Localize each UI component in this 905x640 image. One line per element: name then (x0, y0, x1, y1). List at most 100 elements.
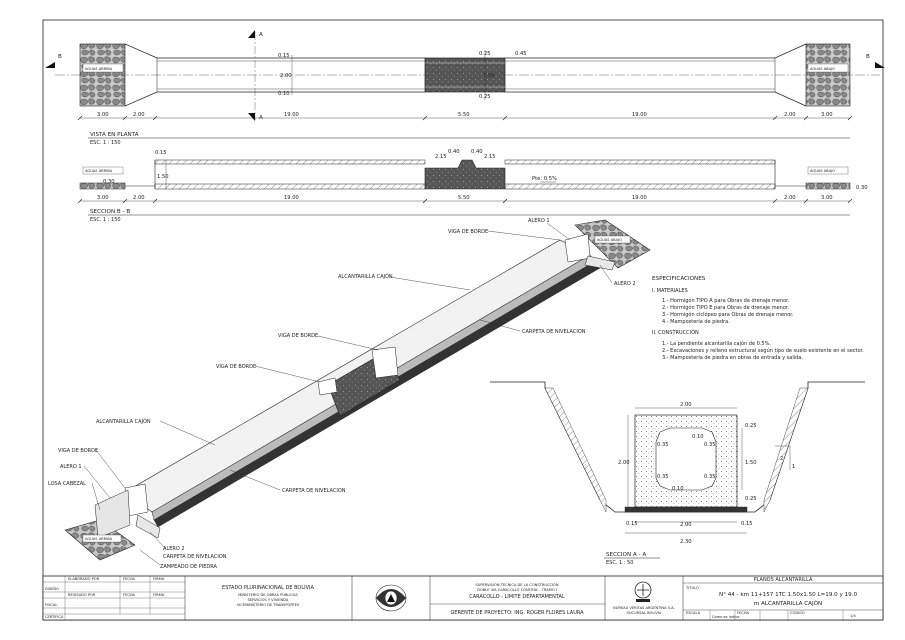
aa-dim-top: 2.00 (680, 402, 692, 408)
plan-dim-015: 0.15 (278, 53, 290, 59)
aa-slope-1: 1 (792, 464, 795, 470)
aa-dim-035b: 0.35 (704, 442, 716, 448)
plan-view: B B A A AGUAS ARRIBA AGUAS ABAJO 0.15 2.… (45, 30, 885, 146)
iso-callout-11: LOSA CABEZAL (48, 481, 86, 487)
iso-callout-16: ZAMPEADO DE PIEDRA (160, 564, 217, 570)
dimension-tick (772, 198, 778, 204)
tb-title-hdr: TITULO (685, 586, 699, 590)
plan-label-upstream: AGUAS ARRIBA (85, 67, 113, 71)
stone-apron-left (79, 43, 126, 107)
aa-slope-2: 2 (780, 456, 783, 462)
dimension-tick (122, 198, 128, 204)
section-mark-b-right: B (866, 54, 870, 60)
iso-callout-10: ALERO 1 (60, 464, 82, 470)
iso-callout-4: ALCANTARILLA CAJÓN (338, 273, 393, 280)
bb-label-downstream: AGUAS ABAJO (810, 169, 835, 173)
tb-row-2: CERTIFICA (45, 615, 64, 619)
plan-label-downstream: AGUAS ABAJO (810, 67, 835, 71)
tb-title-0: N° 44 - km 11+157 1TC 1.50x1.50 L=19.0 y… (719, 592, 858, 598)
plan-dim-025: 0.25 (479, 51, 491, 57)
tb-hdr-1: FECHA (123, 577, 136, 581)
plan-dim-150: 1.50 (483, 73, 495, 79)
iso-callout-13: AGUAS ARRIBA (85, 537, 113, 541)
iso-callout-8: ALCANTARILLA CAJÓN (96, 418, 151, 425)
plan-dim-bottom-0: 3.00 (97, 112, 109, 118)
iso-callout-7: VIGA DE BORDE (216, 364, 256, 370)
tb-sheet-label: PLANOS ALCANTARILLA (754, 577, 813, 583)
section-bb-scale: ESC. 1 : 150 (90, 217, 121, 223)
bb-dim-215a: 2.15 (435, 154, 447, 160)
iso-callout-3: ALERO 2 (614, 281, 636, 287)
dimension-tick (847, 115, 853, 121)
tb-project-2: CARACOLLO - LIMITE DEPARTAMENTAL (469, 594, 565, 600)
tb-entity-1: MINISTERIO DE OBRAS PUBLICAS (238, 593, 298, 597)
plan-title: VISTA EN PLANTA (90, 132, 139, 138)
iso-callout-14: ALERO 2 (163, 546, 185, 552)
iso-callout-2: AGUAS ABAJO (597, 238, 622, 242)
dimension-tick (152, 115, 158, 121)
plan-dim-bottom-6: 3.00 (821, 112, 833, 118)
dimension-tick (77, 198, 83, 204)
specs-material-2: 3.- Hormigón ciclópeo para Obras de dren… (662, 311, 794, 318)
section-mark-b-left: B (58, 54, 62, 60)
specs-materials-title: I. MATERIALES (652, 288, 688, 294)
dimension-tick (502, 115, 508, 121)
tb-row-1: FISCAL (45, 603, 57, 607)
tb-bottom-2: FECHA (737, 611, 750, 615)
tb-hdr-4: FECHA (123, 593, 136, 597)
specs-construction-2: 3.- Mampostería de piedra en obras de en… (662, 354, 803, 361)
aa-dim-035a: 0.35 (657, 442, 669, 448)
tb-manager: GERENTE DE PROYECTO: ING. ROGER FLORES L… (450, 610, 584, 616)
iso-stone-downstream (574, 219, 651, 269)
aa-dim-015a: 0.15 (626, 521, 638, 527)
plan-dim-045: 0.45 (515, 51, 527, 57)
tb-hdr-2: FIRMA (153, 577, 165, 581)
aa-dim-right: 1.50 (745, 460, 757, 466)
bb-dim-bottom-4: 19.00 (632, 195, 647, 201)
tb-row-0: DISEÑO (45, 586, 59, 591)
tb-bottom-1: Como se indica (712, 615, 740, 619)
tb-project-1: DOBLE VIA CARACOLLO CONFITAL - TRAMO I (477, 588, 557, 592)
bb-dim-215b: 2.15 (484, 154, 496, 160)
bb-dim-150: 1.50 (157, 174, 169, 180)
section-mark-a-top: A (259, 32, 263, 38)
tb-title-1: m ALCANTARILLA CAJÓN (754, 600, 822, 607)
aa-dim-inner: 2.00 (680, 522, 692, 528)
bb-dim-bottom-3: 5.50 (458, 195, 470, 201)
bb-dim-040b: 0.40 (471, 149, 483, 155)
specifications: ESPECIFICACIONES I. MATERIALES 1.- Hormi… (652, 276, 864, 361)
tb-hdr-0: ELABORADO POR (68, 577, 100, 581)
specs-construction-0: 1.- La pendiente alcantarilla cajón de 0… (662, 340, 771, 347)
tb-bottom-3: CODIGO (790, 611, 805, 615)
bb-dim-bottom-1: 2.00 (133, 195, 145, 201)
specs-construction-1: 2.- Excavaciones y relleno estructural s… (662, 347, 864, 354)
specs-title: ESPECIFICACIONES (652, 276, 706, 282)
iso-callout-1: VIGA DE BORDE (448, 229, 488, 235)
aa-dim-010a: 0.10 (692, 434, 704, 440)
tb-bottom-0: ESCALA (686, 611, 701, 615)
dimension-tick (122, 115, 128, 121)
plan-dim-bottom-5: 2.00 (784, 112, 796, 118)
tb-company-1: SUCURSAL BOLIVIA (627, 611, 662, 615)
bureau-veritas-logo (634, 581, 652, 602)
aa-dim-015b: 0.15 (741, 521, 753, 527)
dimension-tick (422, 198, 428, 204)
isometric-view: ALERO 1 VIGA DE BORDE AGUAS ABAJO ALERO … (48, 218, 651, 570)
aa-dim-025b: 0.25 (745, 496, 757, 502)
aa-dim-035c: 0.35 (657, 474, 669, 480)
tb-company-0: BUREAU VERITAS ARGENTINA S.A. (613, 606, 674, 610)
dimension-tick (77, 115, 83, 121)
iso-callout-5: CARPETA DE NIVELACION (522, 329, 586, 335)
bb-dim-bottom-5: 2.00 (784, 195, 796, 201)
plan-dim-bottom-3: 5.50 (458, 112, 470, 118)
title-block: ELABORADO POR FECHA FIRMA REVISADO POR F… (42, 575, 884, 621)
dimension-tick (803, 198, 809, 204)
iso-callout-9: VIGA DE BORDE (58, 448, 98, 454)
section-aa-scale: ESC. 1 : 50 (606, 560, 633, 566)
aa-dim-025: 0.25 (745, 423, 757, 429)
bb-dim-040a: 0.40 (448, 149, 460, 155)
plan-dim-025b: 0.25 (479, 94, 491, 100)
specs-material-1: 2.- Hormigón TIPO E para Obras de drenaj… (662, 304, 789, 311)
dimension-tick (803, 115, 809, 121)
